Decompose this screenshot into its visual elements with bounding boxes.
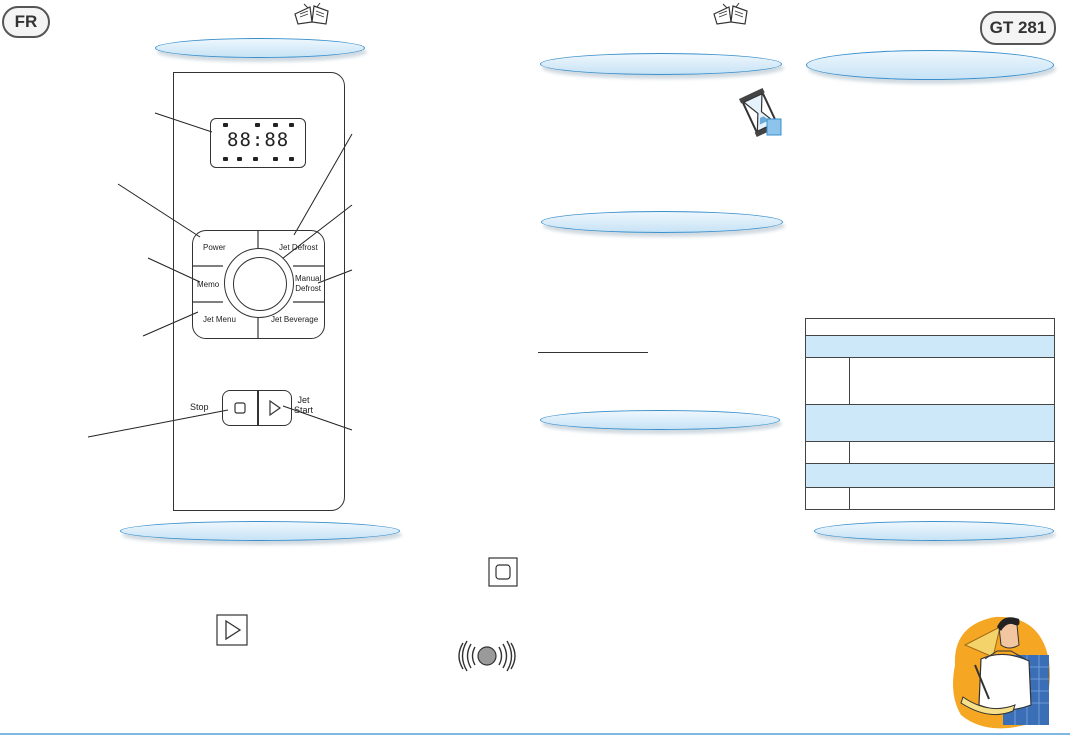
manual-defrost-button[interactable]: Manual Defrost xyxy=(295,274,321,294)
open-book-icon xyxy=(294,2,329,25)
table-row xyxy=(806,357,1054,405)
section-heading-bar xyxy=(806,50,1054,80)
jet-start-label-line1: Jet xyxy=(297,395,310,405)
dial-inner-ring xyxy=(233,257,287,311)
footer-rule xyxy=(0,733,1070,735)
button-grid: Power Jet Defrost Memo Manual Defrost Je… xyxy=(192,230,325,339)
table-row xyxy=(806,463,1054,488)
play-triangle-icon xyxy=(216,614,248,646)
table-row xyxy=(806,487,1054,510)
memo-button[interactable]: Memo xyxy=(197,280,220,289)
section-heading-bar xyxy=(814,521,1054,541)
table-row xyxy=(806,441,1054,464)
table-row xyxy=(806,335,1054,358)
stop-label: Stop xyxy=(190,402,209,412)
stop-square-icon xyxy=(488,557,518,587)
section-heading-bar xyxy=(155,38,365,58)
open-book-icon xyxy=(713,2,748,25)
info-table xyxy=(805,318,1055,510)
jet-start-label-line2: Start xyxy=(294,405,314,415)
button-grid-lines xyxy=(193,231,324,338)
model-badge: GT 281 xyxy=(980,11,1056,45)
section-heading-bar xyxy=(540,53,782,75)
sound-waves-icon xyxy=(458,640,516,672)
underline-rule xyxy=(538,352,648,353)
section-heading-bar xyxy=(540,410,780,430)
control-panel xyxy=(173,72,345,511)
power-button[interactable]: Power xyxy=(203,243,226,252)
lcd-indicator-icon xyxy=(255,123,260,127)
lcd-indicator-icon xyxy=(289,123,294,127)
jet-menu-button[interactable]: Jet Menu xyxy=(203,315,236,324)
jet-defrost-button[interactable]: Jet Defrost xyxy=(279,243,318,252)
section-heading-bar xyxy=(541,211,783,233)
control-dial[interactable] xyxy=(224,248,294,318)
lcd-indicator-icon xyxy=(289,157,294,161)
hourglass-icon xyxy=(739,87,782,138)
chef-illustration xyxy=(953,616,1050,729)
lcd-display: 88:88 xyxy=(210,118,306,168)
start-button[interactable] xyxy=(258,391,291,425)
lcd-indicator-icon xyxy=(273,157,278,161)
lcd-indicator-icon xyxy=(237,157,242,161)
display-digits: 88:88 xyxy=(227,129,290,151)
stop-button[interactable] xyxy=(223,391,257,425)
jet-start-label: Jet Start xyxy=(294,395,313,415)
stop-start-divider xyxy=(257,391,259,425)
section-heading-bar xyxy=(120,521,400,541)
manual-defrost-label-line2: Defrost xyxy=(295,284,322,293)
lcd-indicator-icon xyxy=(223,123,228,127)
table-row xyxy=(806,404,1054,442)
stop-start-buttons xyxy=(222,390,292,426)
lcd-indicator-icon xyxy=(273,123,278,127)
lcd-indicator-icon xyxy=(223,157,228,161)
language-badge: FR xyxy=(2,6,50,38)
lcd-indicator-icon xyxy=(253,157,258,161)
manual-defrost-label-line1: Manual xyxy=(295,274,322,283)
jet-beverage-button[interactable]: Jet Beverage xyxy=(271,315,319,324)
